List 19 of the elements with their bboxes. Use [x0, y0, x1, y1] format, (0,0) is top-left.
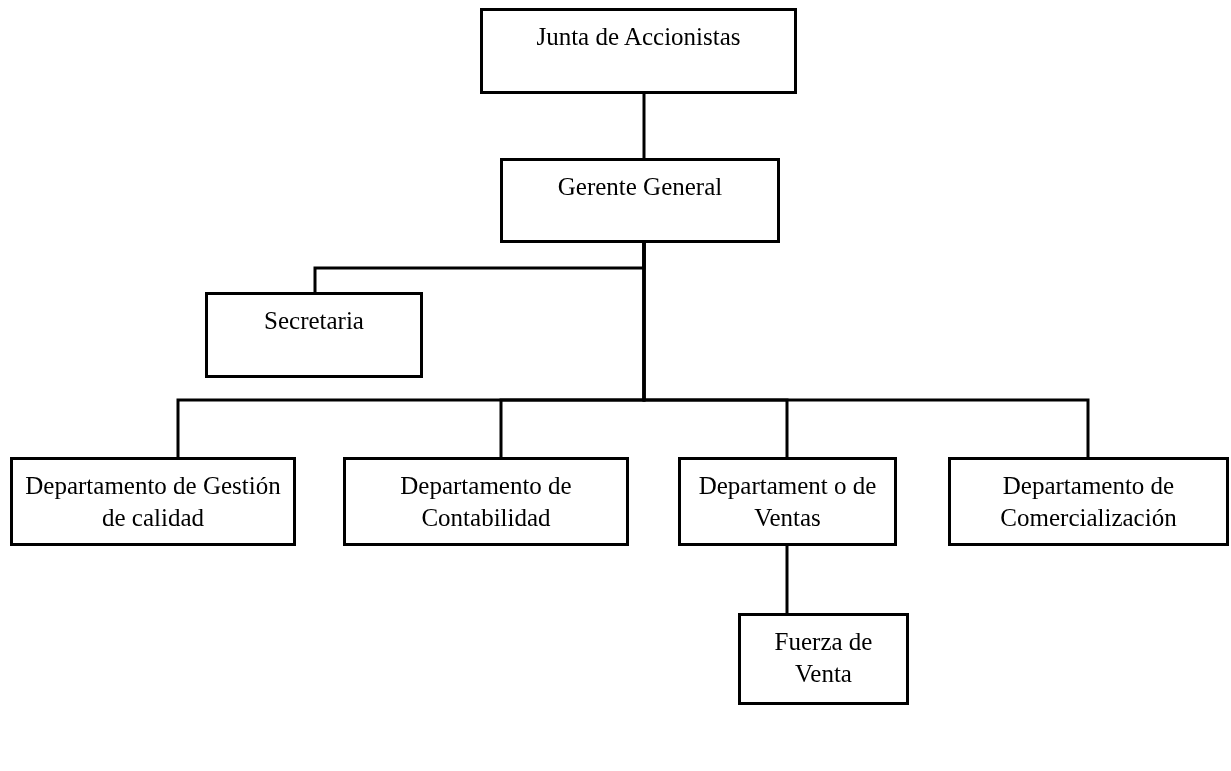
org-box — [205, 292, 423, 378]
org-box — [678, 457, 897, 546]
org-box — [948, 457, 1229, 546]
org-box — [500, 158, 780, 243]
org-box — [10, 457, 296, 546]
box-label: Departamento de Contabilidad — [399, 471, 573, 533]
box-label: Fuerza de Venta — [773, 627, 874, 689]
box-label: Gerente General — [557, 172, 723, 202]
org-box — [343, 457, 629, 546]
connector-line — [785, 546, 789, 613]
box-label: Departamento de Comercialización — [999, 471, 1178, 533]
box-label: Junta de Accionistas — [536, 22, 741, 52]
org-box — [738, 613, 909, 705]
connector-line — [642, 243, 1090, 457]
org-box — [480, 8, 797, 94]
box-label: Secretaria — [264, 306, 364, 336]
box-label: Departamento de Gestión de calidad — [24, 471, 282, 533]
connector-line — [642, 94, 646, 158]
box-label: Departament o de Ventas — [697, 471, 878, 533]
